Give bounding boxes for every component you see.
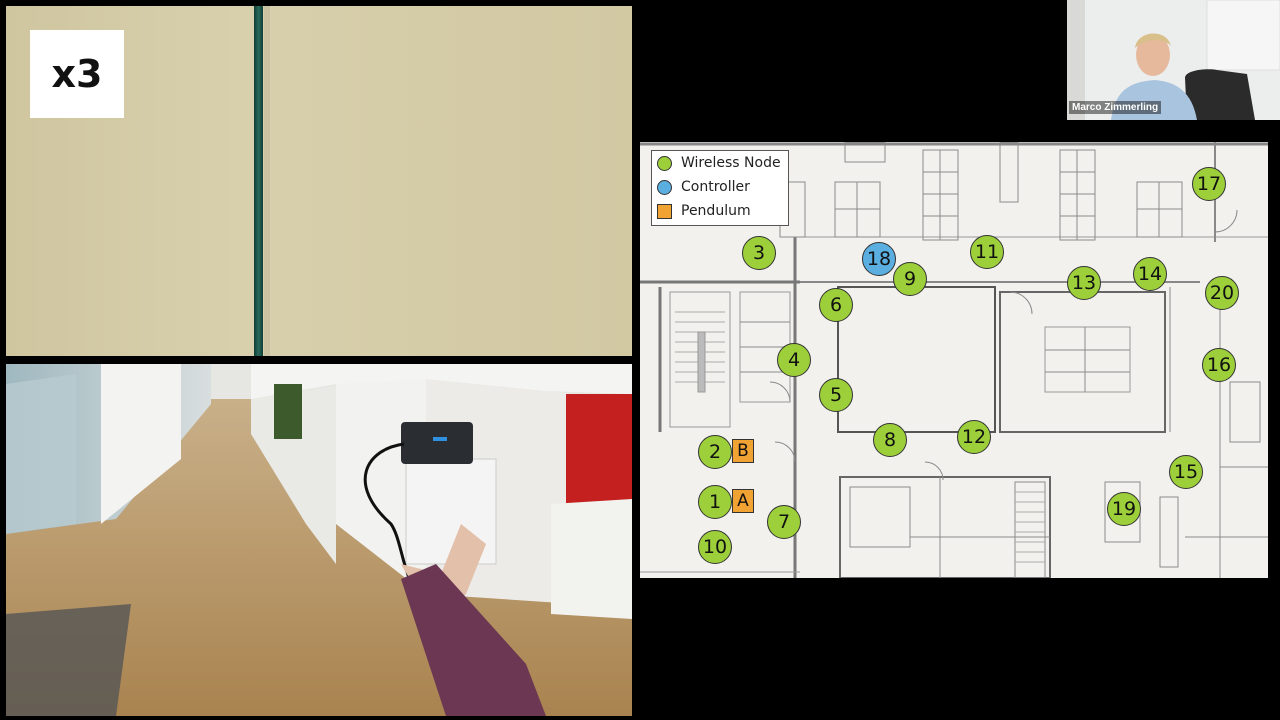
node-5: 5 [819, 378, 853, 412]
node-10: 10 [698, 530, 732, 564]
controller-swatch [657, 179, 672, 195]
node-2: 2 [698, 435, 732, 469]
legend-item-pendulum: Pendulum [657, 200, 751, 222]
legend-item-controller: Controller [657, 176, 750, 198]
node-1: 1 [698, 485, 732, 519]
wireless-node-swatch [657, 155, 672, 171]
node-12: 12 [957, 420, 991, 454]
node-16: 16 [1202, 348, 1236, 382]
participant-name-label: Marco Zimmerling [1069, 101, 1162, 114]
node-11: 11 [970, 235, 1004, 269]
node-6: 6 [819, 288, 853, 322]
controller-node-18: 18 [862, 242, 896, 276]
pendulum-a: A [732, 489, 754, 513]
presenter-webcam: Marco Zimmerling [1067, 0, 1280, 120]
node-8: 8 [873, 423, 907, 457]
node-20: 20 [1205, 276, 1239, 310]
node-7: 7 [767, 505, 801, 539]
legend-label: Pendulum [681, 203, 751, 219]
node-19: 19 [1107, 492, 1141, 526]
node-3: 3 [742, 236, 776, 270]
node-4: 4 [777, 343, 811, 377]
node-17: 17 [1192, 167, 1226, 201]
node-15: 15 [1169, 455, 1203, 489]
legend-item-wireless-node: Wireless Node [657, 152, 781, 174]
legend-label: Controller [681, 179, 750, 195]
hallway-scene [6, 364, 632, 716]
playback-speed-badge: x3 [30, 30, 124, 118]
floor-plan-drawing [640, 142, 1268, 578]
presenter-scene [1067, 0, 1280, 120]
map-legend: Wireless Node Controller Pendulum [651, 150, 789, 226]
floor-plan-map: Wireless Node Controller Pendulum 1 2 3 … [640, 142, 1268, 578]
pendulum-b: B [732, 439, 754, 463]
legend-label: Wireless Node [681, 155, 781, 171]
pendulum-video: x3 [6, 6, 632, 356]
pendulum-rod [254, 6, 263, 356]
node-14: 14 [1133, 257, 1167, 291]
pendulum-swatch [657, 203, 672, 219]
node-9: 9 [893, 262, 927, 296]
pendulum-rod-shadow [264, 6, 270, 356]
hallway-video [6, 364, 632, 716]
node-13: 13 [1067, 266, 1101, 300]
